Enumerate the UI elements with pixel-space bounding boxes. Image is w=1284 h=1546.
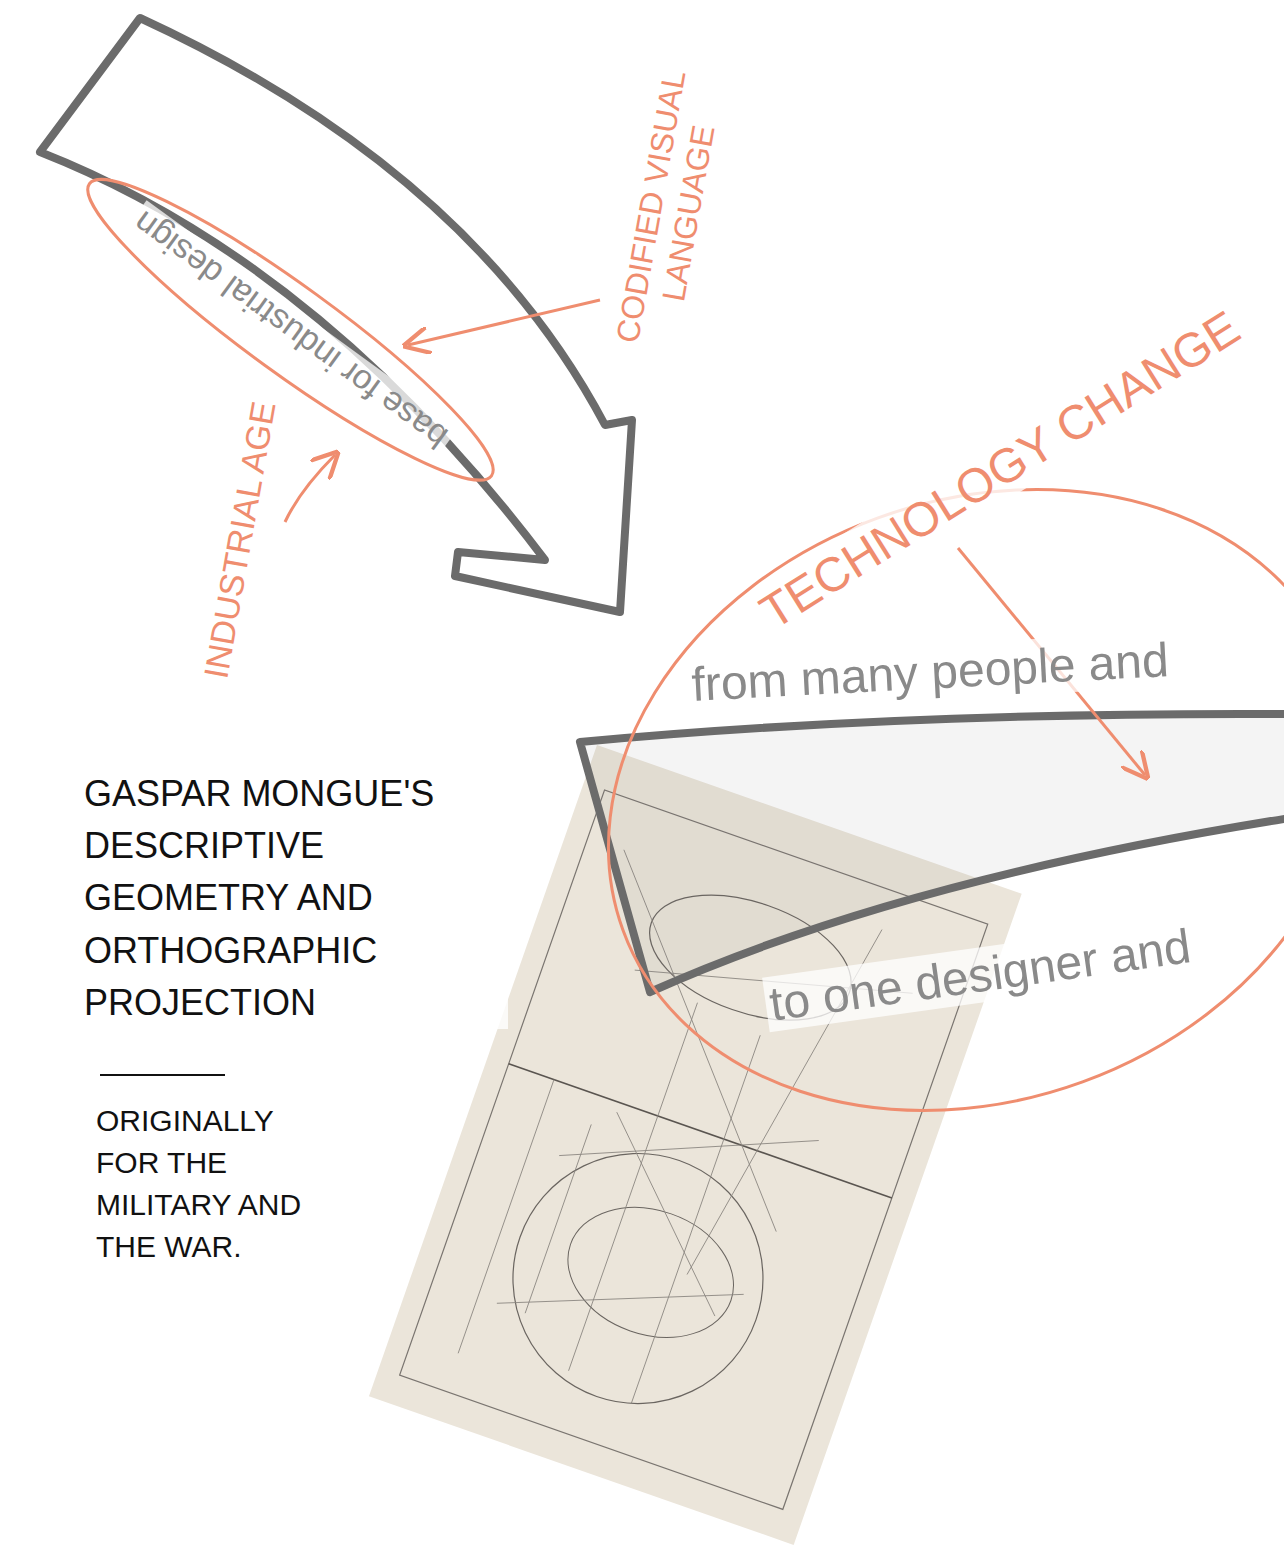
sketch-annotation: CODIFIED VISUAL LANGUAGE [599, 12, 742, 407]
sketch-note: to one designer and [762, 918, 1198, 1033]
plate-line [525, 1124, 591, 1313]
plate-line [569, 1003, 698, 1371]
big-arrow [40, 18, 632, 612]
sketch-annotation: INDUSTRIAL AGE [195, 395, 285, 686]
leader-arrow [408, 300, 600, 345]
plate-circle [479, 1119, 798, 1438]
sketch-note: from many people and [686, 632, 1174, 712]
sketch-note: base for industrial design [122, 200, 458, 460]
ellipse-outline [630, 520, 1284, 1120]
leader-arrow [285, 455, 335, 522]
plate-ellipse [550, 1186, 751, 1359]
handwritten-note: GASPAR MONGUE'S DESCRIPTIVE GEOMETRY AND… [80, 768, 508, 1029]
plate-line [559, 1061, 819, 1235]
idea-ellipse: from many people and to one designer and [630, 520, 1284, 1120]
plate-line [631, 1035, 760, 1403]
note-ellipse: base for industrial design [60, 146, 519, 515]
sketch-annotation: TECHNOLOGY CHANGE [746, 297, 1253, 644]
plate-line [497, 1218, 744, 1379]
plate-line [458, 1080, 554, 1354]
plate-line [564, 1112, 768, 1316]
handwritten-note: ORIGINALLY FOR THE MILITARY AND THE WAR. [92, 1100, 340, 1268]
plate-ground-line [509, 1064, 892, 1198]
underline [100, 1074, 225, 1076]
ellipse-shape [63, 149, 517, 512]
